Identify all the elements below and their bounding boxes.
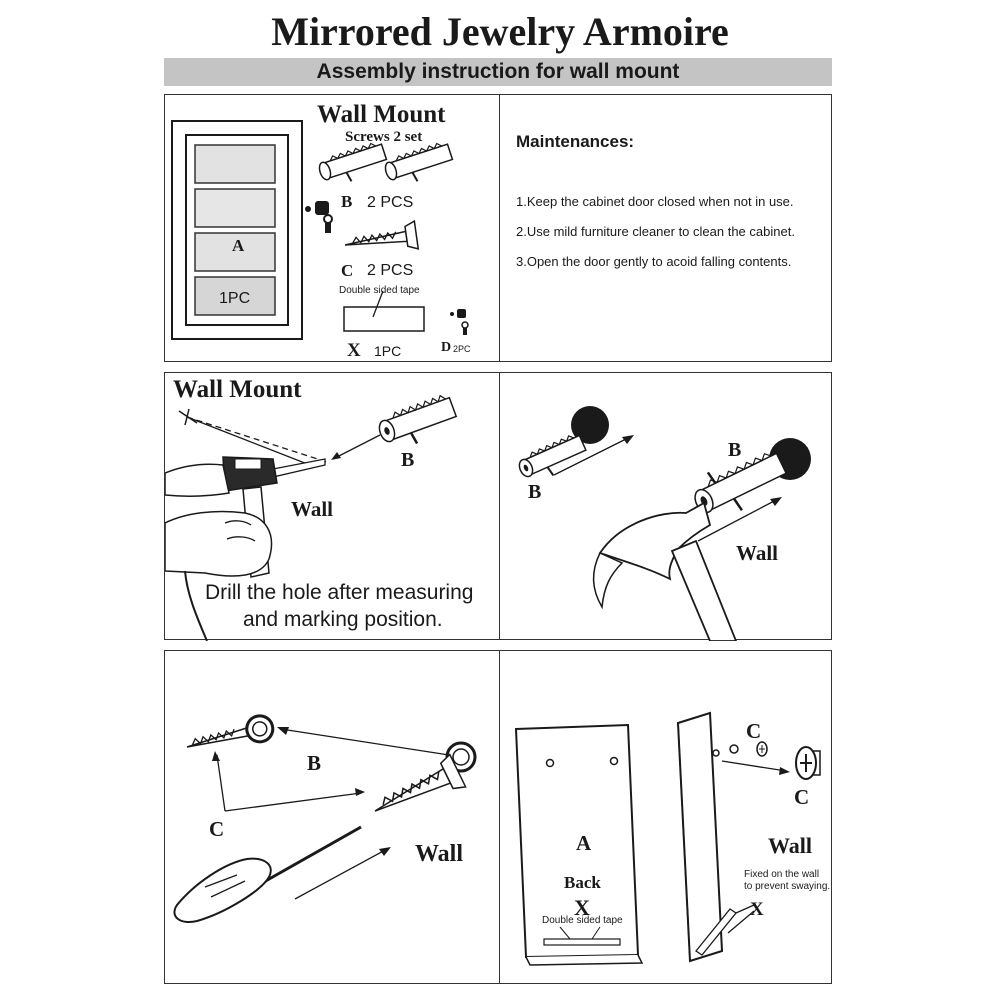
subtitle-bar bbox=[164, 58, 832, 86]
mount-illustration bbox=[514, 711, 821, 966]
mount-back-label: Back bbox=[564, 873, 601, 892]
part-b-label: B bbox=[341, 192, 353, 211]
mount-part-a: A bbox=[576, 831, 592, 855]
part-c-label: C bbox=[341, 261, 354, 280]
page-title: Mirrored Jewelry Armoire bbox=[271, 9, 729, 54]
maintenance-item: 3.Open the door gently to acoid falling … bbox=[516, 254, 792, 269]
mount-part-c1: C bbox=[746, 719, 762, 743]
hammer-illustration bbox=[518, 406, 811, 641]
mount-tape-label: Double sided tape bbox=[542, 915, 623, 926]
panel-drill: Wall Mount B Wall Drill the hole after m… bbox=[164, 372, 500, 641]
mount-part-x2: X bbox=[750, 899, 764, 920]
mount-fixed-line1: Fixed on the wall bbox=[744, 869, 820, 880]
part-b-qty: 2 PCS bbox=[367, 194, 414, 211]
screwdriver-illustration bbox=[173, 714, 477, 923]
drill-heading: Wall Mount bbox=[173, 376, 302, 403]
drill-caption-line2: and marking position. bbox=[243, 608, 443, 631]
parts-illustration bbox=[171, 120, 469, 340]
panel-hammer: B B Wall bbox=[499, 372, 832, 641]
maintenance-item: 2.Use mild furniture cleaner to clean th… bbox=[516, 224, 795, 239]
panel-screwdriver: B C Wall bbox=[164, 650, 500, 984]
screwdriver-wall-label: Wall bbox=[415, 841, 464, 867]
drill-illustration bbox=[165, 394, 458, 641]
drill-wall-label: Wall bbox=[291, 497, 334, 521]
screwdriver-part-c: C bbox=[209, 817, 225, 841]
part-a-qty: 1PC bbox=[219, 290, 251, 307]
hammer-wall-label: Wall bbox=[736, 541, 779, 565]
mount-part-c2: C bbox=[794, 785, 810, 809]
part-c-qty: 2 PCS bbox=[367, 262, 414, 279]
panel-mount-cabinet: A Back X Double sided tape C C Wall Fixe… bbox=[499, 650, 832, 984]
maintenance-heading: Maintenances: bbox=[516, 132, 635, 151]
wall-mount-heading: Wall Mount bbox=[317, 101, 446, 128]
mount-wall-label: Wall bbox=[768, 833, 813, 858]
hammer-part-b1: B bbox=[528, 481, 542, 503]
panel-maintenance: Maintenances: 1.Keep the cabinet door cl… bbox=[499, 94, 832, 362]
part-x-qty: 1PC bbox=[374, 343, 402, 359]
maintenance-item: 1.Keep the cabinet door closed when not … bbox=[516, 194, 794, 209]
panel-parts: Wall Mount Screws 2 set A 1PC B 2 PCS C … bbox=[164, 94, 500, 362]
drill-caption-line1: Drill the hole after measuring bbox=[205, 581, 474, 604]
part-d-label: D bbox=[441, 340, 452, 355]
screwdriver-part-b: B bbox=[307, 751, 322, 775]
screws-subheading: Screws 2 set bbox=[345, 129, 423, 145]
part-d-qty: 2PC bbox=[453, 344, 471, 354]
mount-fixed-line2: to prevent swaying. bbox=[744, 881, 831, 892]
part-x-label: X bbox=[347, 340, 361, 361]
hammer-part-b2: B bbox=[728, 439, 742, 461]
tape-label: Double sided tape bbox=[339, 285, 420, 296]
mount-part-x1: X bbox=[574, 895, 590, 920]
part-a-label: A bbox=[232, 236, 245, 255]
page-subtitle: Assembly instruction for wall mount bbox=[316, 60, 680, 83]
drill-part-b: B bbox=[401, 449, 415, 471]
